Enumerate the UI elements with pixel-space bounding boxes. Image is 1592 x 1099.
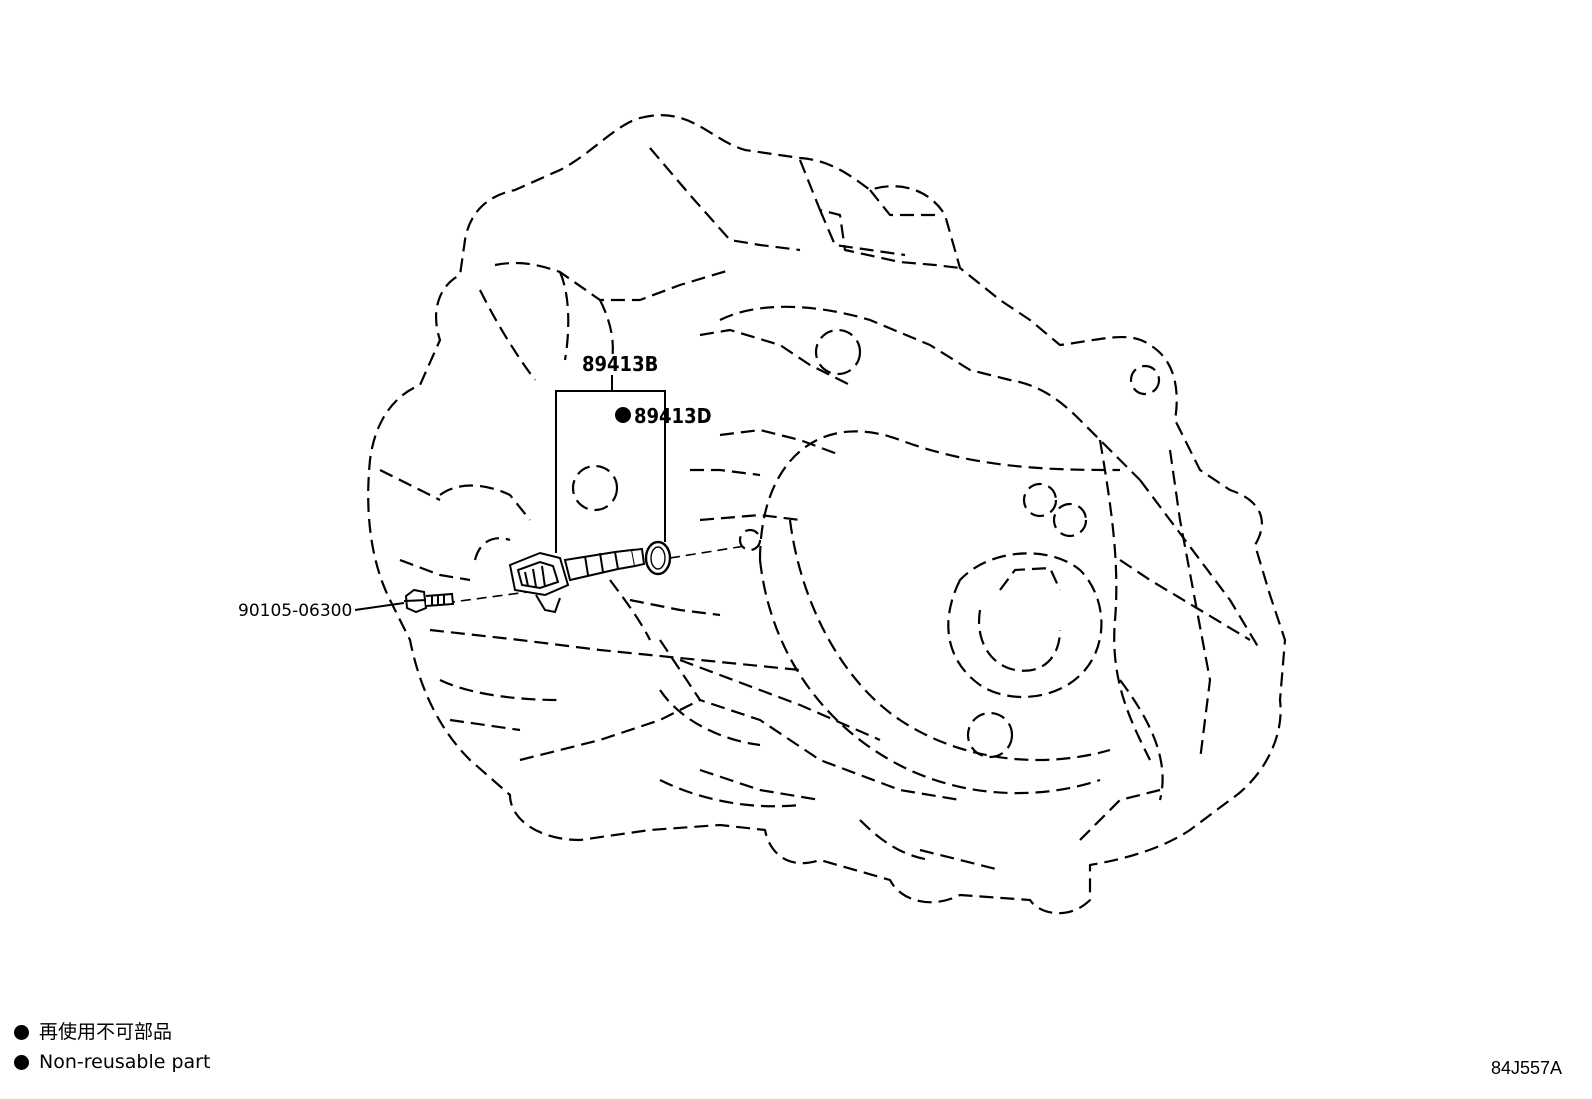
bolt-axis-line [444,590,536,604]
legend-row-jp: 再使用不可部品 [14,1017,210,1047]
legend-text-jp: 再使用不可部品 [39,1021,173,1043]
speed-sensor-part [508,547,646,614]
bolt-part [403,588,455,614]
illustration-reference-code: 84J557A [1490,1058,1562,1078]
install-axis-line [669,545,746,559]
non-reusable-bullet-icon [14,1054,29,1070]
non-reusable-marker-icon [615,407,631,423]
legend-row-en: Non-reusable part [14,1047,210,1077]
callout-oring-label: 89413D [634,404,712,428]
callout-leader-lines [354,375,666,611]
callout-bolt-label: 90105-06300 [238,601,352,621]
transmission-housing-outline [367,114,1287,915]
legend: 再使用不可部品 Non-reusable part [14,1017,210,1077]
legend-text-en: Non-reusable part [39,1051,211,1073]
non-reusable-bullet-icon [14,1024,29,1040]
callout-sensor-label: 89413B [582,352,658,376]
o-ring-part [644,540,672,576]
